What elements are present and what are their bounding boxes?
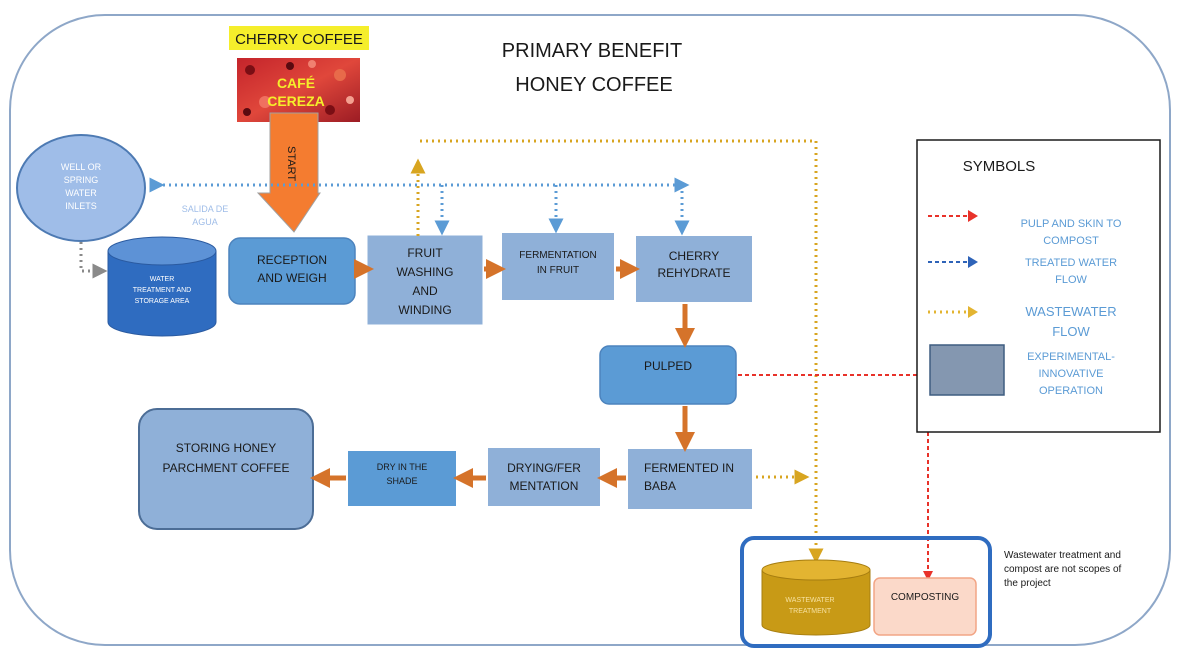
- storing-label: STORING HONEY PARCHMENT COFFEE: [163, 441, 290, 475]
- drying-line-1: DRYING/FER: [507, 461, 581, 475]
- legend-item-3-line-1: WASTEWATER: [1025, 304, 1116, 319]
- well-spring-label: WELL OR SPRING WATER INLETS: [61, 162, 102, 211]
- fermented-baba-box: [628, 449, 752, 509]
- salida-line-1: SALIDA DE: [182, 204, 229, 214]
- dry-shade-box: [348, 451, 456, 506]
- inlet-connector: [79, 242, 108, 279]
- well-spring-node: [16, 134, 146, 242]
- pulped-box: [599, 345, 737, 405]
- legend-item-1-line-2: COMPOST: [1043, 235, 1099, 247]
- shade-line-1: DRY IN THE: [377, 462, 428, 472]
- cherry-rehydrate-box: [636, 236, 752, 302]
- salida-line-2: AGUA: [192, 217, 218, 227]
- storing-line-1: STORING HONEY: [176, 441, 276, 455]
- legend-swatch-head-3: [968, 306, 978, 318]
- water-storage-label: WATER TREATMENT AND STORAGE AREA: [133, 276, 191, 305]
- composting-line-1: COMPOSTING: [891, 592, 960, 603]
- legend-item-1-line-1: PULP AND SKIN TO: [1021, 218, 1122, 230]
- legend-item-4-line-3: OPERATION: [1039, 385, 1103, 397]
- note-line-2: compost are not scopes of: [1004, 564, 1122, 575]
- reception-label: RECEPTION AND WEIGH: [257, 253, 327, 285]
- well-line-3: WATER: [65, 188, 97, 198]
- washing-line-4: WINDING: [398, 303, 451, 317]
- legend-items: PULP AND SKIN TO COMPOST TREATED WATER FLOW…: [928, 210, 1122, 397]
- start-arrow-label: START: [285, 146, 297, 181]
- storage-line-2: TREATMENT AND: [133, 287, 191, 294]
- cherry-coffee-label-bg: [229, 26, 369, 50]
- process-arrows: [310, 259, 695, 488]
- storage-line-1: WATER: [150, 276, 175, 283]
- well-line-1: WELL OR: [61, 162, 102, 172]
- legend-title: SYMBOLS: [963, 158, 1036, 175]
- fruit-washing-box: [367, 235, 483, 325]
- washing-line-1: FRUIT: [407, 246, 443, 260]
- legend-item-4-line-2: INNOVATIVE: [1039, 368, 1104, 380]
- fermentation-fruit-line-2: IN FRUIT: [537, 265, 579, 276]
- cherry-rehydrate-label: CHERRY REHYDRATE: [657, 249, 730, 280]
- washing-line-3: AND: [412, 284, 438, 298]
- outer-frame: [9, 14, 1171, 646]
- legend-swatch-head-2: [968, 256, 978, 268]
- title-line-1: PRIMARY BENEFIT: [502, 40, 682, 62]
- well-line-4: INLETS: [65, 201, 97, 211]
- reception-line-1: RECEPTION: [257, 253, 327, 267]
- legend-item-2-line-1: TREATED WATER: [1025, 257, 1117, 269]
- storing-line-2: PARCHMENT COFFEE: [163, 461, 290, 475]
- fruit-washing-label: FRUIT WASHING AND WINDING: [397, 246, 454, 317]
- legend-item-4-line-1: EXPERIMENTAL-: [1027, 351, 1115, 363]
- treated-water-flow: [149, 177, 690, 236]
- drying-fermentation-box: [488, 448, 600, 506]
- photo-text-cereza: CEREZA: [267, 93, 325, 109]
- fermented-baba-label: FERMENTED IN BABA: [644, 461, 734, 493]
- wastewater-tank-label: WASTEWATER TREATMENT: [785, 597, 834, 615]
- wastewater-tank: [761, 559, 871, 636]
- cherry-coffee-label: CHERRY COFFEE: [235, 31, 363, 48]
- start-arrow: [256, 112, 321, 233]
- shade-line-2: SHADE: [386, 476, 417, 486]
- legend-item-2-line-2: FLOW: [1055, 274, 1087, 286]
- pulped-line-1: PULPED: [644, 359, 692, 373]
- baba-line-2: BABA: [644, 479, 676, 493]
- salida-de-agua-label: SALIDA DE AGUA: [182, 204, 229, 227]
- out-of-scope-frame: [740, 536, 992, 648]
- scope-note: Wastewater treatment and compost are not …: [1004, 550, 1122, 589]
- fermentation-fruit-box: [502, 233, 614, 300]
- drying-line-2: MENTATION: [510, 479, 579, 493]
- note-line-3: the project: [1004, 578, 1051, 589]
- legend-swatch-4: [929, 344, 1005, 396]
- note-line-1: Wastewater treatment and: [1004, 550, 1121, 561]
- composting-label: COMPOSTING: [891, 592, 960, 603]
- ww-tank-line-1: WASTEWATER: [785, 597, 834, 604]
- rehydrate-line-2: REHYDRATE: [657, 266, 730, 280]
- storage-line-3: STORAGE AREA: [135, 298, 190, 305]
- ww-tank-line-2: TREATMENT: [789, 608, 832, 615]
- rehydrate-line-1: CHERRY: [669, 249, 719, 263]
- photo-text-cafe: CAFÉ: [277, 75, 315, 91]
- legend-swatch-head-1: [968, 210, 978, 222]
- reception-line-2: AND WEIGH: [257, 271, 326, 285]
- compost-flow: [738, 374, 933, 581]
- well-line-2: SPRING: [64, 175, 99, 185]
- dry-shade-label: DRY IN THE SHADE: [377, 462, 428, 486]
- legend-item-3-line-2: FLOW: [1052, 324, 1090, 339]
- water-storage-tank: [107, 236, 217, 337]
- drying-fermentation-label: DRYING/FER MENTATION: [507, 461, 581, 493]
- fermentation-fruit-label: FERMENTATION IN FRUIT: [519, 250, 596, 276]
- pulped-label: PULPED: [644, 359, 692, 373]
- washing-line-2: WASHING: [397, 265, 454, 279]
- baba-line-1: FERMENTED IN: [644, 461, 734, 475]
- cherry-coffee-photo: CAFÉ CEREZA: [237, 58, 360, 122]
- title-line-2: HONEY COFFEE: [515, 74, 672, 96]
- fermentation-fruit-line-1: FERMENTATION: [519, 250, 596, 261]
- composting-box: [873, 577, 977, 636]
- wastewater-flow: [410, 139, 824, 564]
